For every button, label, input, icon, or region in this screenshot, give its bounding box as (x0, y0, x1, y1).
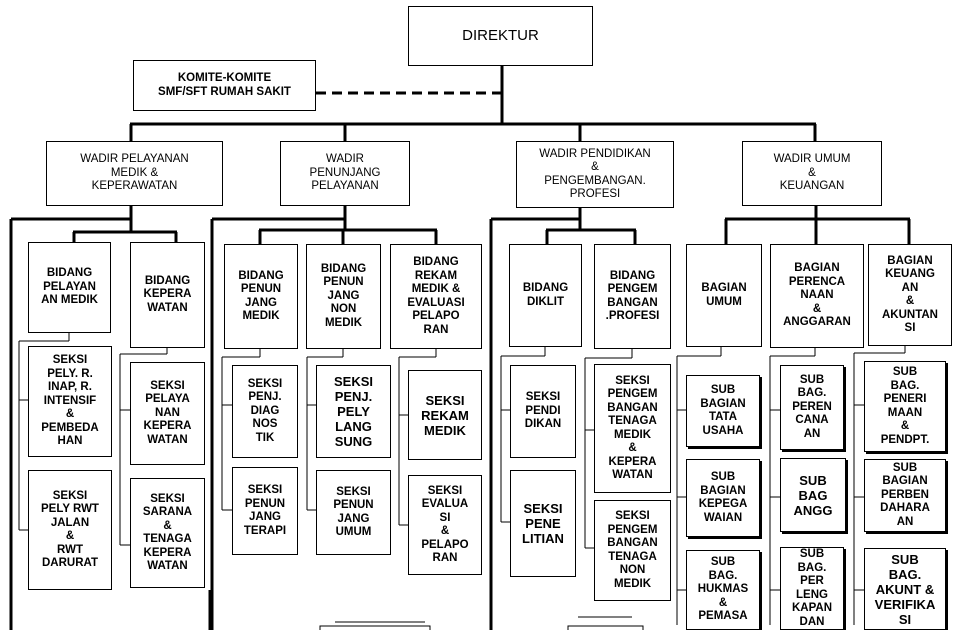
subbag-perbendaharaan-box: SUB BAGIAN PERBEN DAHARA AN (864, 459, 946, 532)
seksi-pely-rwt-jalan-box: SEKSI PELY RWT JALAN & RWT DARURAT (28, 470, 112, 590)
seksi-sarana-tenaga-keperawatan-box: SEKSI SARANA & TENAGA KEPERA WATAN (130, 478, 205, 588)
seksi-pendidikan-box: SEKSI PENDI DIKAN (510, 365, 576, 458)
subbag-perlengkapan-box: SUB BAG. PER LENG KAPAN DAN (780, 547, 844, 630)
bidang-keperawatan-box: BIDANG KEPERA WATAN (130, 242, 205, 348)
bidang-diklit-box: BIDANG DIKLIT (509, 244, 582, 347)
seksi-evaluasi-pelaporan-box: SEKSI EVALUA SI & PELAPO RAN (408, 475, 482, 575)
wadir-penunjang-box: WADIR PENUNJANG PELAYANAN (280, 141, 410, 206)
bidang-rekam-medik-box: BIDANG REKAM MEDIK & EVALUASI PELAPO RAN (390, 244, 482, 349)
seksi-pengembangan-tenaga-medik-box: SEKSI PENGEM BANGAN TENAGA MEDIK & KEPER… (594, 364, 671, 493)
direktur-box: DIREKTUR (408, 6, 593, 66)
subbag-akuntansi-verifikasi-box: SUB BAG. AKUNT & VERIFIKA SI (864, 548, 946, 630)
seksi-penelitian-box: SEKSI PENE LITIAN (510, 470, 576, 577)
bagian-perencanaan-box: BAGIAN PERENCA NAAN & ANGGARAN (770, 244, 864, 348)
subbag-perencanaan-box: SUB BAG. PEREN CANA AN (780, 365, 844, 450)
subbag-hukmas-box: SUB BAG. HUKMAS & PEMASA (686, 550, 760, 630)
seksi-penunjang-umum-box: SEKSI PENUN JANG UMUM (316, 470, 391, 555)
wadir-pendidikan-box: WADIR PENDIDIKAN & PENGEMBANGAN. PROFESI (516, 141, 674, 208)
seksi-penj-diagnostik-box: SEKSI PENJ. DIAG NOS TIK (232, 365, 298, 458)
seksi-penj-pely-langsung-box: SEKSI PENJ. PELY LANG SUNG (316, 365, 391, 458)
bidang-penunjang-medik-box: BIDANG PENUN JANG MEDIK (224, 244, 298, 349)
subbag-penerimaan-box: SUB BAG. PENERI MAAN & PENDPT. (864, 361, 946, 452)
subbag-anggaran-box: SUB BAG ANGG (780, 458, 846, 532)
wadir-umum-box: WADIR UMUM & KEUANGAN (742, 141, 882, 206)
komite-box: KOMITE-KOMITE SMF/SFT RUMAH SAKIT (133, 60, 316, 111)
bagian-keuangan-box: BAGIAN KEUANG AN & AKUNTAN SI (868, 244, 952, 346)
bidang-penunjang-non-medik-box: BIDANG PENUN JANG NON MEDIK (306, 244, 381, 349)
bidang-pelayanan-medik-box: BIDANG PELAYAN AN MEDIK (28, 242, 111, 333)
subbag-tata-usaha-box: SUB BAGIAN TATA USAHA (686, 375, 760, 447)
seksi-rekam-medik-box: SEKSI REKAM MEDIK (408, 370, 482, 460)
subbag-kepegawaian-box: SUB BAGIAN KEPEGA WAIAN (686, 459, 760, 537)
seksi-pengembangan-tenaga-non-medik-box: SEKSI PENGEM BANGAN TENAGA NON MEDIK (594, 500, 671, 601)
bidang-pengembangan-profesi-box: BIDANG PENGEM BANGAN .PROFESI (594, 244, 671, 349)
bagian-umum-box: BAGIAN UMUM (686, 244, 762, 347)
seksi-pelayanan-keperawatan-box: SEKSI PELAYA NAN KEPERA WATAN (130, 362, 205, 465)
wadir-pelayanan-box: WADIR PELAYANAN MEDIK & KEPERAWATAN (46, 141, 223, 206)
seksi-penunjang-terapi-box: SEKSI PENUN JANG TERAPI (232, 467, 298, 555)
seksi-pely-rinap-box: SEKSI PELY. R. INAP, R. INTENSIF & PEMBE… (28, 346, 112, 457)
